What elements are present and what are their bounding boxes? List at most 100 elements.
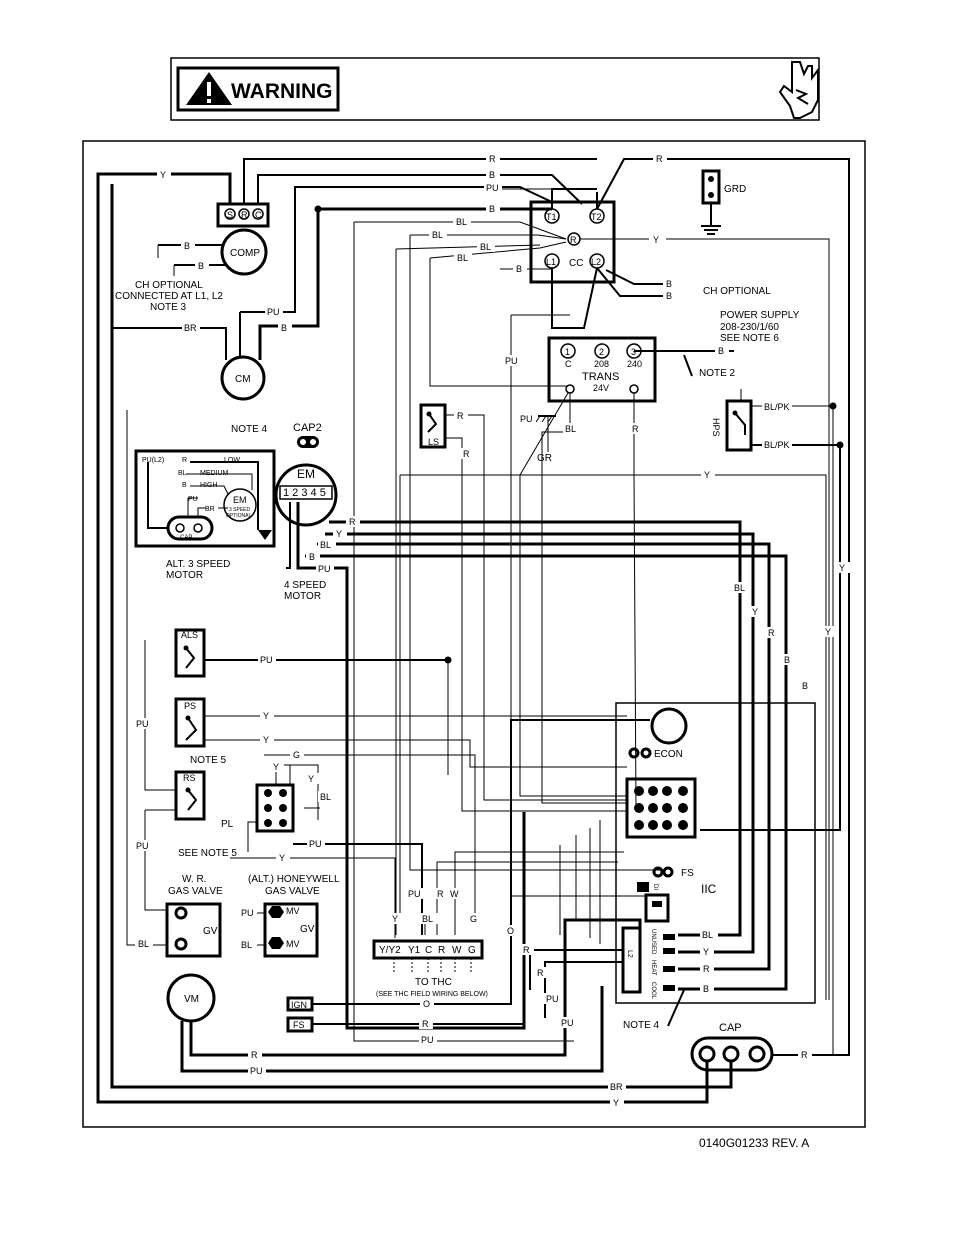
svg-text:R: R	[703, 964, 710, 974]
rs-label: RS	[183, 773, 196, 783]
svg-text:Y: Y	[653, 235, 659, 245]
svg-text:UNUSED: UNUSED	[650, 929, 656, 955]
ign-terminal: IGN	[286, 996, 314, 1012]
ch-optional-note: CH OPTIONAL CONNECTED AT L1, L2 NOTE 3	[115, 280, 226, 313]
svg-text:OPTIONAL: OPTIONAL	[226, 513, 252, 519]
svg-text:R: R	[251, 1050, 258, 1060]
svg-text:Y: Y	[839, 563, 845, 573]
svg-text:Y: Y	[279, 853, 285, 863]
gr-ground-icon: GR	[535, 415, 556, 464]
svg-text:PU: PU	[408, 889, 421, 899]
svg-text:Y: Y	[392, 914, 398, 924]
svg-text:PU: PU	[546, 994, 559, 1004]
to-thc-label: TO THC	[415, 977, 452, 988]
svg-text:BL/PK: BL/PK	[764, 440, 790, 450]
see-thc-label: (SEE THC FIELD WIRING BELOW)	[376, 991, 488, 998]
svg-text:BL/PK: BL/PK	[764, 402, 790, 412]
svg-text:R: R	[241, 210, 248, 220]
fs-terminal: FS	[286, 1016, 314, 1033]
trans-label: TRANS	[582, 371, 619, 383]
svg-text:R: R	[768, 628, 775, 638]
svg-text:Y: Y	[703, 947, 709, 957]
svg-text:BL: BL	[456, 217, 467, 227]
svg-text:PU: PU	[505, 356, 518, 366]
svg-text:PU: PU	[136, 841, 149, 851]
svg-text:PU: PU	[486, 183, 499, 193]
svg-text:B: B	[198, 261, 204, 271]
svg-text:BL: BL	[432, 230, 443, 240]
svg-text:BL: BL	[702, 930, 713, 940]
comp-label: COMP	[230, 248, 260, 259]
svg-text:L1: L1	[546, 257, 556, 267]
svg-text:1 2 3 4 5: 1 2 3 4 5	[283, 487, 326, 499]
note2-label: NOTE 2	[699, 368, 736, 379]
svg-text:R: R	[457, 411, 464, 421]
svg-text:B: B	[802, 681, 808, 691]
svg-text:3 SPEED: 3 SPEED	[229, 507, 251, 513]
fs-top-label: FS	[681, 868, 694, 879]
compressor: S R C COMP	[216, 202, 270, 276]
svg-text:PU(L2): PU(L2)	[142, 457, 164, 464]
svg-text:R: R	[656, 154, 663, 164]
note4-bottom-label: NOTE 4	[623, 1020, 660, 1031]
svg-text:2: 2	[599, 347, 604, 357]
svg-text:R: R	[537, 968, 544, 978]
svg-text:Y: Y	[263, 735, 269, 745]
svg-text:L2: L2	[626, 950, 633, 958]
svg-text:MV: MV	[286, 939, 300, 949]
svg-text:PU: PU	[318, 564, 331, 574]
ground-terminal: GRD	[701, 169, 746, 235]
svg-text:B: B	[281, 323, 287, 333]
svg-text:Y: Y	[308, 774, 314, 784]
hps-label: HPS	[711, 418, 721, 437]
svg-text:B: B	[489, 204, 495, 214]
svg-text:BL: BL	[422, 914, 433, 924]
svg-text:EM: EM	[233, 495, 247, 505]
svg-text:BL: BL	[457, 253, 468, 263]
svg-text:G: G	[470, 914, 477, 924]
svg-text:B: B	[489, 170, 495, 180]
svg-text:PU: PU	[561, 1018, 574, 1028]
svg-text:LOW: LOW	[224, 457, 240, 464]
svg-text:Y: Y	[825, 627, 831, 637]
svg-text:R: R	[632, 424, 639, 434]
svg-text:BL: BL	[138, 939, 149, 949]
svg-text:PU: PU	[520, 414, 533, 424]
svg-text:Y: Y	[704, 470, 710, 480]
svg-text:CAP: CAP	[180, 535, 192, 541]
svg-text:PU: PU	[421, 1035, 434, 1045]
svg-text:T2: T2	[591, 212, 602, 222]
svg-text:GV: GV	[300, 924, 315, 935]
svg-text:C: C	[255, 210, 262, 220]
svg-text:B: B	[309, 552, 315, 562]
svg-text:R: R	[437, 889, 444, 899]
svg-text:PU: PU	[250, 1066, 263, 1076]
svg-text:B: B	[182, 482, 187, 489]
svg-text:O: O	[507, 926, 514, 936]
svg-text:B: B	[784, 655, 790, 665]
svg-text:L2: L2	[591, 257, 601, 267]
svg-text:24V: 24V	[593, 383, 609, 393]
iic-main-connector	[625, 777, 697, 839]
pl-label: PL	[221, 819, 234, 830]
svg-text:Y: Y	[752, 607, 758, 617]
ls-switch: LS	[419, 403, 447, 449]
rs-switch: RS	[174, 770, 206, 821]
cap2-label: CAP2	[293, 422, 322, 434]
econ-label: ECON	[654, 749, 683, 760]
svg-text:S: S	[227, 210, 233, 220]
svg-text:PU: PU	[241, 908, 254, 918]
svg-text:R: R	[349, 517, 356, 527]
ps-switch: PS	[174, 697, 206, 748]
note4-label: NOTE 4	[231, 424, 268, 435]
condenser-motor: CM	[220, 355, 266, 401]
svg-text:C: C	[565, 359, 572, 369]
cc-label: CC	[569, 258, 583, 269]
svg-text:Y: Y	[336, 529, 342, 539]
econ-connector	[628, 747, 652, 759]
svg-text:Y: Y	[160, 170, 166, 180]
em-4speed-motor: EM 1 2 3 4 5	[274, 463, 338, 527]
svg-text:BL: BL	[320, 792, 331, 802]
ps-label: PS	[184, 701, 196, 711]
